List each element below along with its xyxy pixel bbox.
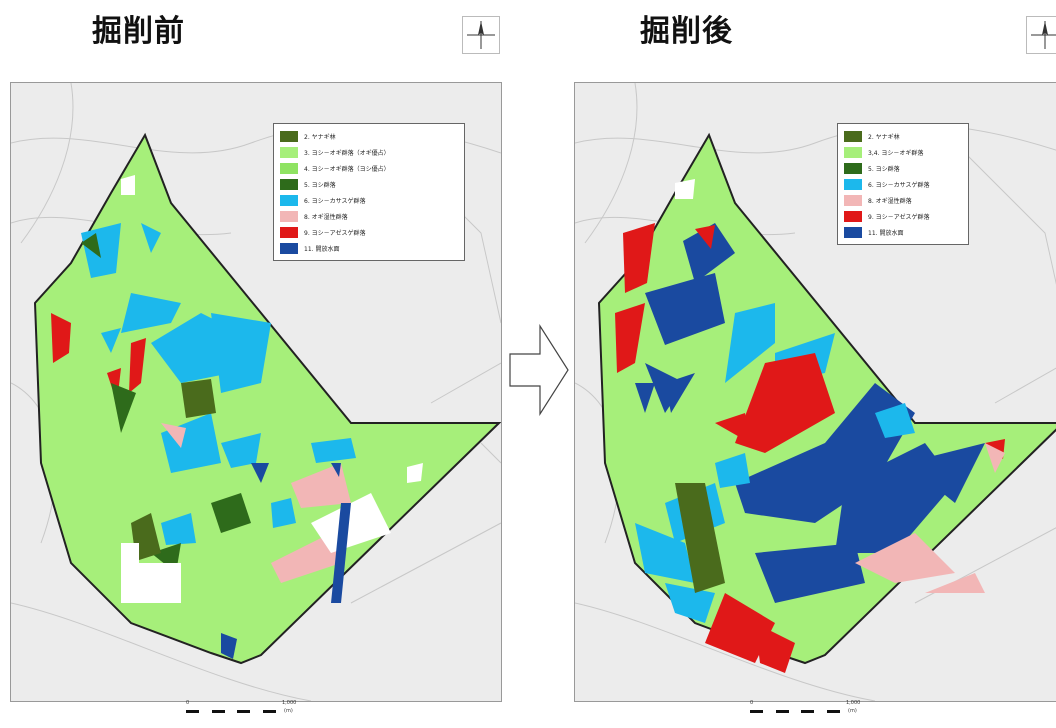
legend-swatch [280, 130, 298, 142]
map-after: 2. ヤナギ林 3,4. ヨシ－オギ群落 5. ヨシ群落 6. ヨシ－カサスゲ群… [574, 82, 1056, 702]
legend-label: 5. ヨシ群落 [304, 181, 336, 189]
legend-swatch [280, 178, 298, 190]
scale-distance-label: 1,000 [282, 700, 297, 706]
legend-item: 2. ヤナギ林 [280, 128, 458, 144]
scale-bar-after: 0 1,000 (m) [750, 700, 870, 722]
legend-label: 11. 開放水面 [304, 245, 340, 253]
legend-item: 8. オギ湿性群落 [280, 208, 458, 224]
legend-swatch [844, 210, 862, 222]
after-title: 掘削後 [640, 14, 733, 49]
scale-zero-label: 0 [186, 700, 190, 706]
scale-distance-label: 1,000 [846, 700, 861, 706]
legend-item: 11. 開放水面 [280, 240, 458, 256]
scale-segments [186, 710, 277, 713]
legend-item: 11. 開放水面 [844, 224, 962, 240]
legend-item: 2. ヤナギ林 [844, 128, 962, 144]
legend-item: 5. ヨシ群落 [280, 176, 458, 192]
legend-swatch [280, 226, 298, 238]
map-after-canvas [575, 83, 1056, 701]
legend-swatch [844, 226, 862, 238]
legend-swatch [280, 162, 298, 174]
legend-label: 2. ヤナギ林 [868, 133, 900, 141]
north-arrow-icon [462, 16, 500, 54]
north-arrow-icon [1026, 16, 1056, 54]
map-before: 2. ヤナギ林 3. ヨシ－オギ群落（オギ優占） 4. ヨシ－オギ群落（ヨシ優占… [10, 82, 502, 702]
scale-segments [750, 710, 841, 713]
legend-swatch [844, 194, 862, 206]
legend-swatch [844, 130, 862, 142]
legend-swatch [280, 146, 298, 158]
legend-swatch [844, 162, 862, 174]
legend-label: 3. ヨシ－オギ群落（オギ優占） [304, 149, 390, 157]
legend-item: 3,4. ヨシ－オギ群落 [844, 144, 962, 160]
legend-label: 6. ヨシ－カサスゲ群落 [868, 181, 930, 189]
legend-item: 9. ヨシ－アゼスゲ群落 [844, 208, 962, 224]
legend-item: 3. ヨシ－オギ群落（オギ優占） [280, 144, 458, 160]
legend-item: 9. ヨシ－アゼスゲ群落 [280, 224, 458, 240]
legend-label: 9. ヨシ－アゼスゲ群落 [868, 213, 930, 221]
legend-label: 2. ヤナギ林 [304, 133, 336, 141]
legend-item: 6. ヨシ－カサスゲ群落 [844, 176, 962, 192]
scale-zero-label: 0 [750, 700, 754, 706]
legend-label: 8. オギ湿性群落 [304, 213, 348, 221]
legend-swatch [844, 178, 862, 190]
legend-swatch [280, 242, 298, 254]
legend-swatch [280, 210, 298, 222]
legend-item: 4. ヨシ－オギ群落（ヨシ優占） [280, 160, 458, 176]
legend-item: 8. オギ湿性群落 [844, 192, 962, 208]
scale-unit-label: (m) [848, 708, 857, 714]
legend-label: 6. ヨシ－カサスゲ群落 [304, 197, 366, 205]
legend-item: 6. ヨシ－カサスゲ群落 [280, 192, 458, 208]
right-arrow-icon [509, 324, 569, 416]
legend-label: 8. オギ湿性群落 [868, 197, 912, 205]
legend-label: 11. 開放水面 [868, 229, 904, 237]
map-before-canvas [11, 83, 501, 701]
scale-unit-label: (m) [284, 708, 293, 714]
legend-label: 4. ヨシ－オギ群落（ヨシ優占） [304, 165, 390, 173]
legend-swatch [280, 194, 298, 206]
legend-swatch [844, 146, 862, 158]
before-title: 掘削前 [92, 14, 185, 49]
legend-after: 2. ヤナギ林 3,4. ヨシ－オギ群落 5. ヨシ群落 6. ヨシ－カサスゲ群… [837, 123, 969, 245]
scale-bar-before: 0 1,000 (m) [186, 700, 306, 722]
legend-item: 5. ヨシ群落 [844, 160, 962, 176]
legend-label: 3,4. ヨシ－オギ群落 [868, 149, 924, 157]
legend-label: 5. ヨシ群落 [868, 165, 900, 173]
legend-label: 9. ヨシ－アゼスゲ群落 [304, 229, 366, 237]
legend-before: 2. ヤナギ林 3. ヨシ－オギ群落（オギ優占） 4. ヨシ－オギ群落（ヨシ優占… [273, 123, 465, 261]
